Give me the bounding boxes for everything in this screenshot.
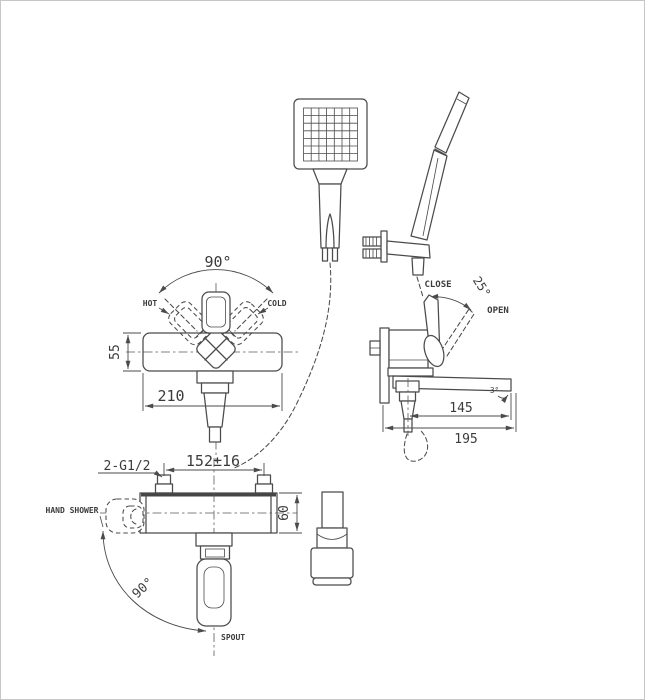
dim-install-height: 60 xyxy=(277,505,292,521)
spray-nozzle-grid-lines xyxy=(303,108,358,161)
dimension-55: 55 xyxy=(108,332,141,372)
spout-bottom-lip xyxy=(312,577,352,586)
handshower-socket-hidden xyxy=(105,498,145,534)
spout-swivel-arc: 90° xyxy=(100,530,207,633)
dim-inlet-spacing: 152±16 xyxy=(186,452,240,470)
lever-ghost-open xyxy=(440,308,475,357)
dim-handle-angle: 90° xyxy=(204,253,231,271)
mixer-handle xyxy=(201,291,231,334)
label-thread-spec: 2-G1/2 xyxy=(104,459,151,474)
faucet-side-view: CLOSE 25° OPEN 3° 145 195 xyxy=(369,274,517,462)
dimension-3deg: 3° xyxy=(490,386,509,403)
spray-face-grid xyxy=(303,107,358,162)
supply-stub-pipes xyxy=(362,236,382,259)
handle-swing-arc xyxy=(158,269,274,294)
hot-leader-arrow xyxy=(158,307,170,315)
dim-total-depth: 195 xyxy=(454,432,477,447)
dim-body-height: 55 xyxy=(108,344,123,360)
cold-leader-arrow xyxy=(257,307,269,315)
dimension-145: 145 xyxy=(410,393,512,420)
hose-prong-right xyxy=(331,247,339,262)
holder-wall-plate xyxy=(380,230,388,263)
holder-bracket xyxy=(386,240,431,259)
label-close: CLOSE xyxy=(424,280,451,290)
shower-wand-lower xyxy=(410,149,448,241)
callout-thread: 2-G1/2 xyxy=(98,459,163,478)
mixer-body-side xyxy=(388,329,429,369)
dimension-152: 152±16 xyxy=(163,452,265,476)
hose-loop-dashed xyxy=(403,430,429,462)
handle-arch-cutout xyxy=(325,213,335,249)
valve-cross xyxy=(204,337,228,361)
dim-spout-slope: 3° xyxy=(490,386,499,395)
label-spout: SPOUT xyxy=(221,633,245,642)
wand-tip-bevel xyxy=(456,98,467,105)
spout-mid-block xyxy=(316,527,348,549)
label-hot: HOT xyxy=(143,299,158,308)
handshower-holder-side-view xyxy=(362,91,470,298)
inlet-union-right xyxy=(254,474,274,494)
shower-handle xyxy=(318,183,342,249)
spout-lens-curve xyxy=(316,533,348,540)
shower-neck xyxy=(312,168,348,185)
spout-side-view xyxy=(310,491,354,586)
handle-position-radials xyxy=(164,298,268,332)
dimension-60: 60 xyxy=(277,492,302,534)
hand-shower-leader xyxy=(99,515,104,528)
mixer-handle-inner xyxy=(206,296,226,328)
wall-flange xyxy=(379,327,390,404)
shower-hose-dashed xyxy=(233,262,332,469)
wand-bend-joint xyxy=(434,148,447,156)
faucet-install-view: HAND SHOWER 2-G1/2 152±16 60 xyxy=(46,452,302,656)
dim-spout-reach: 145 xyxy=(449,401,472,416)
wand-inner-line xyxy=(422,157,439,237)
label-hand-shower: HAND SHOWER xyxy=(46,506,99,515)
hose-outlet-side xyxy=(395,378,429,462)
dimension-210: 210 xyxy=(142,373,283,411)
body-base-flange xyxy=(387,367,434,377)
assembly-link-dashed xyxy=(416,276,424,298)
inlet-union-left xyxy=(154,474,174,494)
spout-side xyxy=(392,375,512,392)
spout-front xyxy=(195,532,233,627)
dimension-195: 195 xyxy=(382,393,517,447)
handle-base-wedges xyxy=(195,329,237,338)
label-open: OPEN xyxy=(487,306,509,316)
hose-outlet-front xyxy=(196,370,234,443)
dim-spout-swivel: 90° xyxy=(130,575,157,602)
handshower-front-view xyxy=(233,98,368,469)
hose-prong-left xyxy=(321,247,329,262)
lever-base xyxy=(423,334,445,368)
lever-swing-arc xyxy=(429,293,472,311)
spout-inlet-tube xyxy=(321,491,344,529)
spout-lower-block xyxy=(310,547,354,579)
dim-open-angle: 25° xyxy=(470,274,494,300)
shower-wand-upper xyxy=(434,91,470,154)
faucet-front-view: 90° HOT COLD xyxy=(108,253,298,462)
dim-body-width: 210 xyxy=(157,387,184,405)
wand-handle-bottom xyxy=(411,257,425,276)
label-cold: COLD xyxy=(267,299,286,308)
shower-head-outline xyxy=(293,98,368,170)
